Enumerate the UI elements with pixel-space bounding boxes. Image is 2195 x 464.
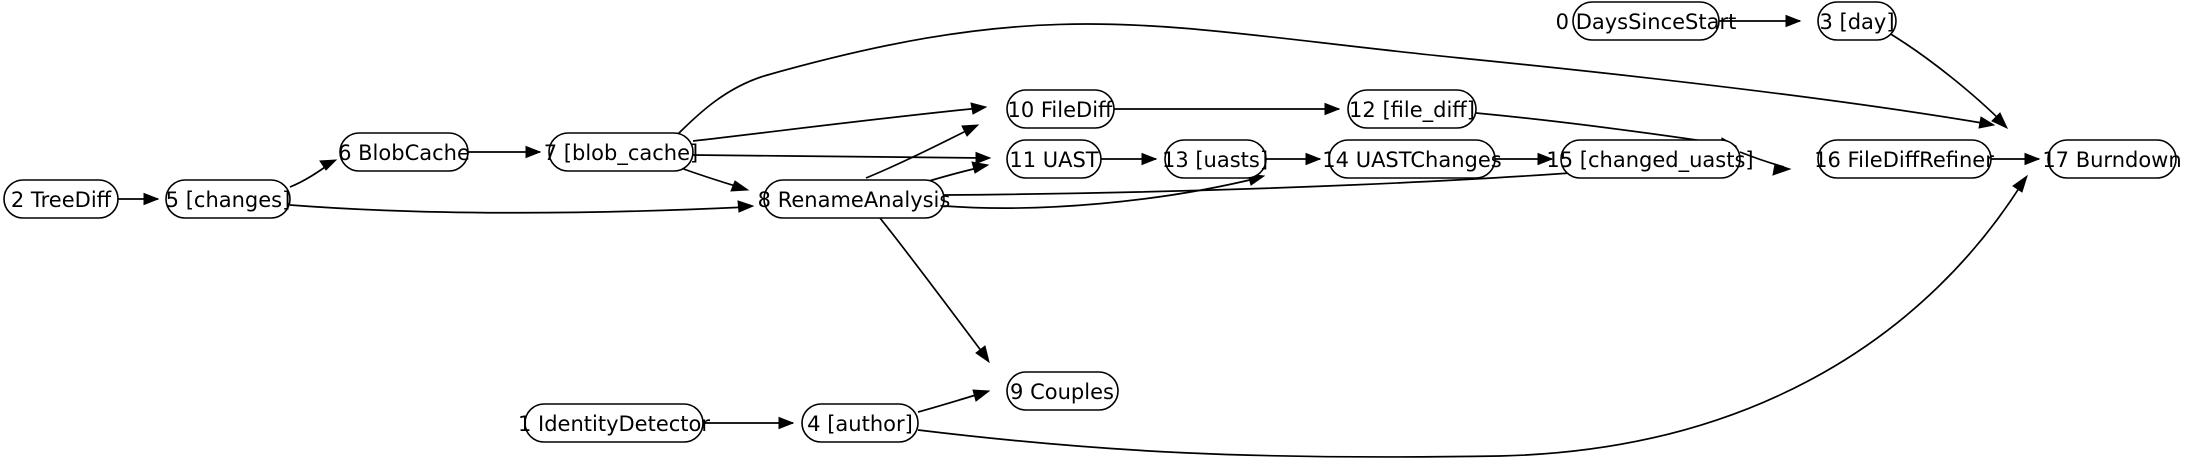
node-10-filediff-label: 10 FileDiff: [1007, 98, 1113, 122]
node-12-file-diff-label: 12 [file_diff]: [1349, 98, 1475, 123]
node-2-treediff-shape[interactable]: [3, 179, 119, 219]
edge-blobcache-to-blob-cache: [468, 145, 542, 159]
edge-renameanalysis-to-uastchanges: [943, 173, 1266, 209]
edges-layer: [118, 14, 2041, 458]
node-2-treediff-label: 2 TreeDiff: [11, 188, 112, 212]
node-3-day-shape[interactable]: [1817, 1, 1897, 41]
node-6-blobcache-label: 6 BlobCache: [338, 141, 470, 165]
node-14-uastchanges[interactable]: 14 UASTChanges: [1322, 139, 1502, 179]
node-17-burndown-shape[interactable]: [2047, 139, 2177, 179]
edge-changes-to-renameanalysis: [289, 200, 755, 214]
edge-blob-cache-to-uast: [692, 151, 992, 165]
edge-treediff-to-changes: [118, 192, 160, 206]
node-17-burndown-label: 17 Burndown: [2042, 148, 2181, 172]
node-9-couples-label: 9 Couples: [1010, 380, 1114, 404]
node-8-renameanalysis-shape[interactable]: [763, 179, 945, 219]
edge-author-to-burndown: [917, 174, 2028, 458]
node-6-blobcache[interactable]: 6 BlobCache: [338, 132, 470, 172]
edge-blob-cache-to-filediff: [692, 102, 988, 142]
edge-renameanalysis-to-couples: [879, 217, 990, 364]
node-2-treediff[interactable]: 2 TreeDiff: [3, 179, 119, 219]
node-11-uast[interactable]: 11 UAST: [1006, 139, 1102, 179]
node-10-filediff-shape[interactable]: [1006, 89, 1115, 129]
edge-identitydetector-to-author: [703, 416, 795, 430]
node-14-uastchanges-label: 14 UASTChanges: [1322, 148, 1501, 172]
edge-days-since-start-to-day: [1719, 14, 1802, 28]
node-7-blob-cache-label: 7 [blob_cache]: [544, 141, 698, 166]
edge-changes-to-blobcache: [289, 159, 338, 188]
node-1-identitydetector-shape[interactable]: [524, 403, 704, 443]
edge-changed-uasts-to-filediffrefiner: [1739, 151, 1792, 176]
node-0-dayssincestart[interactable]: 0 DaysSinceStart: [1556, 1, 1737, 41]
node-5-changes[interactable]: 5 [changes]: [165, 179, 291, 219]
node-13-uasts-label: 13 [uasts]: [1162, 148, 1268, 172]
node-16-filediffrefiner-shape[interactable]: [1817, 139, 1992, 179]
nodes-layer: 0 DaysSinceStart 3 [day] 10 FileDiff 12 …: [3, 1, 2182, 443]
edge-author-to-couples: [917, 389, 991, 413]
node-7-blob-cache-shape[interactable]: [548, 132, 694, 172]
node-5-changes-label: 5 [changes]: [166, 188, 291, 212]
node-17-burndown[interactable]: 17 Burndown: [2042, 139, 2182, 179]
node-10-filediff[interactable]: 10 FileDiff: [1006, 89, 1115, 129]
edge-renameanalysis-to-uast: [928, 161, 990, 182]
node-8-renameanalysis[interactable]: 8 RenameAnalysis: [758, 179, 951, 219]
node-12-file-diff-shape[interactable]: [1347, 89, 1477, 129]
node-9-couples-shape[interactable]: [1006, 371, 1119, 411]
node-6-blobcache-shape[interactable]: [339, 132, 469, 172]
edge-day-to-burndown: [1888, 32, 2009, 130]
edge-filediff-to-file-diff: [1114, 102, 1341, 116]
edge-filediffrefiner-to-burndown: [1991, 152, 2041, 166]
node-15-changed-uasts[interactable]: 15 [changed_uasts]: [1546, 139, 1754, 179]
node-4-author-shape[interactable]: [801, 403, 919, 443]
node-8-renameanalysis-label: 8 RenameAnalysis: [758, 188, 951, 212]
node-13-uasts-shape[interactable]: [1164, 139, 1267, 179]
node-4-author[interactable]: 4 [author]: [801, 403, 919, 443]
node-1-identitydetector-label: 1 IdentityDetector: [518, 412, 710, 436]
node-15-changed-uasts-label: 15 [changed_uasts]: [1546, 148, 1753, 173]
node-0-dayssincestart-label: 0 DaysSinceStart: [1556, 10, 1737, 34]
node-3-day[interactable]: 3 [day]: [1817, 1, 1897, 41]
node-4-author-label: 4 [author]: [807, 412, 913, 436]
node-12-file-diff[interactable]: 12 [file_diff]: [1347, 89, 1477, 129]
node-1-identitydetector[interactable]: 1 IdentityDetector: [518, 403, 710, 443]
node-13-uasts[interactable]: 13 [uasts]: [1162, 139, 1268, 179]
node-16-filediffrefiner-label: 16 FileDiffRefiner: [1814, 148, 1994, 172]
node-16-filediffrefiner[interactable]: 16 FileDiffRefiner: [1814, 139, 1994, 179]
node-11-uast-label: 11 UAST: [1009, 148, 1098, 172]
edge-renameanalysis-to-filediff: [865, 124, 980, 179]
node-9-couples[interactable]: 9 Couples: [1006, 371, 1119, 411]
edge-uast-to-uasts: [1101, 152, 1158, 166]
edge-uasts-to-uastchanges: [1266, 152, 1322, 166]
node-0-dayssincestart-shape[interactable]: [1572, 1, 1720, 41]
node-5-changes-shape[interactable]: [165, 179, 291, 219]
edge-blob-cache-to-burndown: [675, 23, 1996, 137]
node-11-uast-shape[interactable]: [1006, 139, 1102, 179]
edge-blob-cache-to-renameanalysis: [677, 166, 750, 192]
node-15-changed-uasts-shape[interactable]: [1560, 139, 1741, 179]
edge-uastchanges-to-changed-uasts: [1495, 152, 1554, 166]
node-3-day-label: 3 [day]: [1819, 10, 1894, 34]
node-7-blob-cache[interactable]: 7 [blob_cache]: [544, 132, 698, 172]
node-14-uastchanges-shape[interactable]: [1328, 139, 1496, 179]
